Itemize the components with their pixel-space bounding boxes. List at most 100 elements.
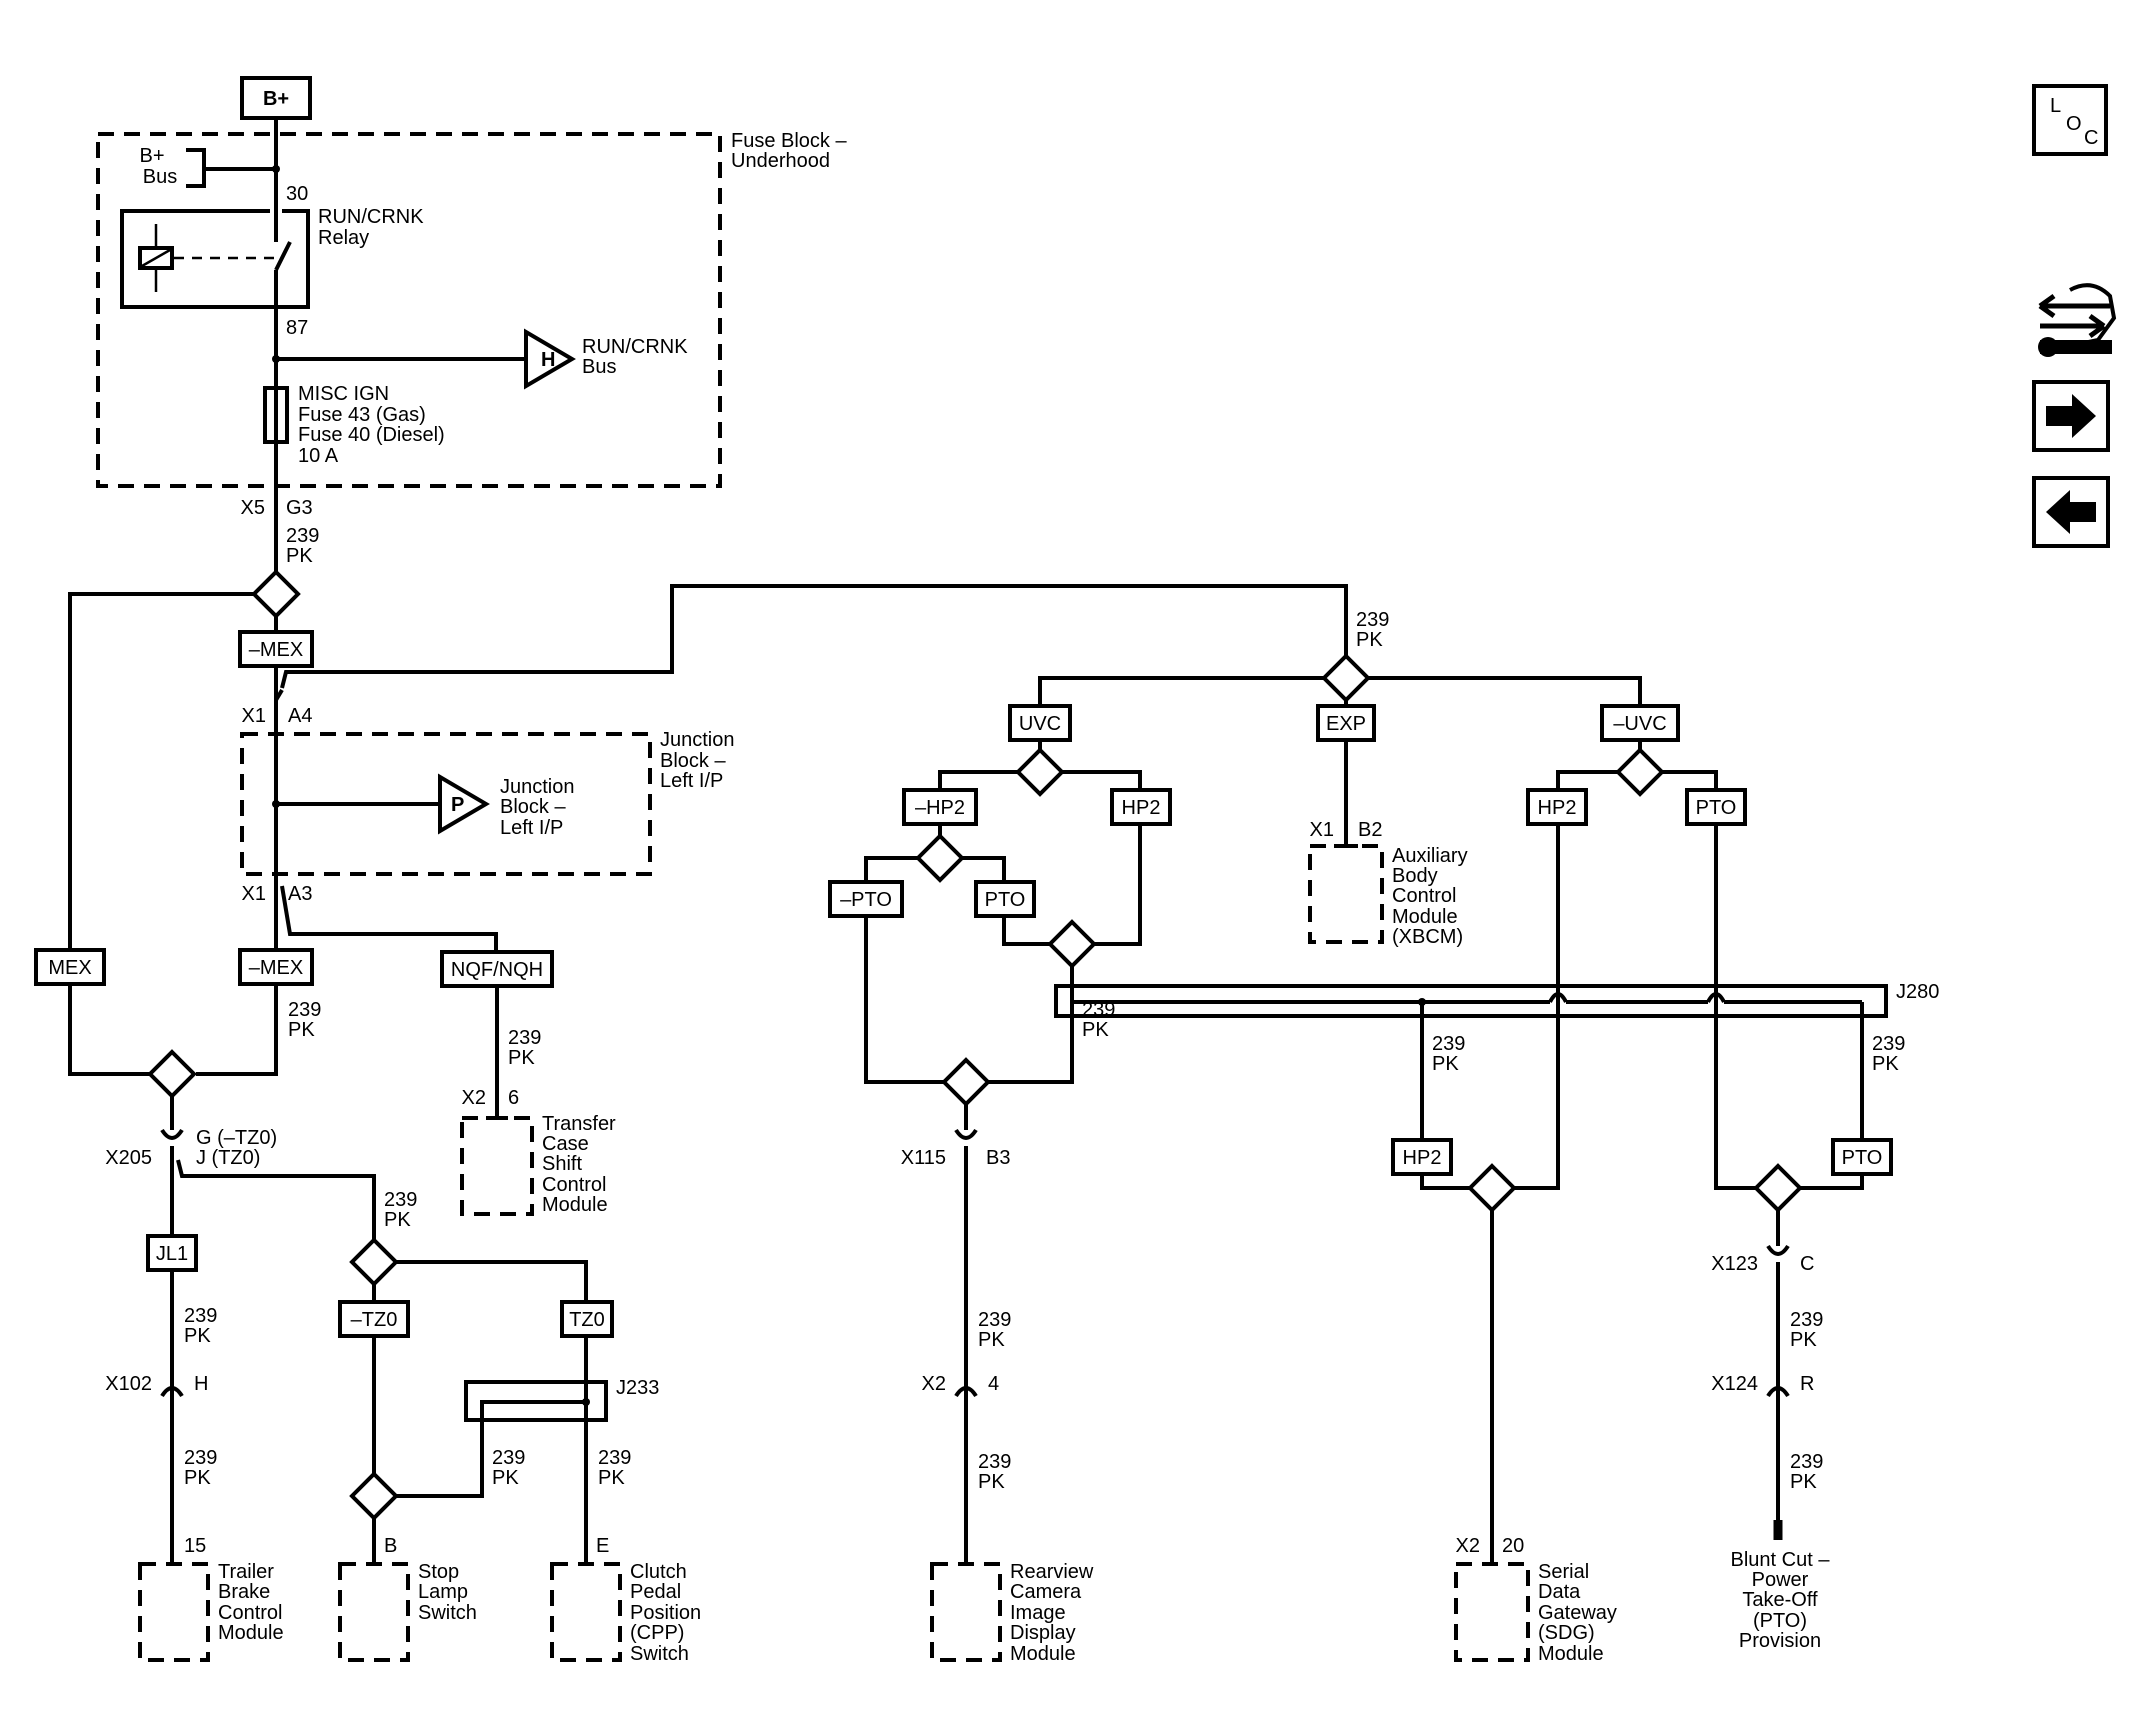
option-jl1-label: JL1 xyxy=(156,1243,188,1265)
j280-label: J280 xyxy=(1896,981,1939,1003)
option-splice-diamond xyxy=(1753,1163,1803,1213)
option-splice-diamond xyxy=(349,1237,399,1287)
component-locator-icon[interactable] xyxy=(2038,283,2117,357)
stop-lamp-label-2: Lamp xyxy=(418,1581,468,1603)
wire-circuit-label: 239 xyxy=(384,1189,417,1211)
x102-pin-label: H xyxy=(194,1373,208,1395)
connector-x2-label: X2 xyxy=(922,1373,946,1395)
pin-30-label: 30 xyxy=(286,183,308,205)
connector-x102-symbol xyxy=(160,1386,184,1398)
xbcm-label-3: Control xyxy=(1392,885,1456,907)
pto-wire xyxy=(1002,916,1050,946)
loc-letter-c: C xyxy=(2084,127,2098,149)
option-pto-label: PTO xyxy=(985,889,1026,911)
hp2-wire xyxy=(1420,1174,1470,1190)
transfer-case-label-4: Control xyxy=(542,1174,606,1196)
uvc-neg-branch-wire xyxy=(1368,676,1642,706)
pin-a4-label: A4 xyxy=(288,705,312,727)
j233-jumper-wire xyxy=(396,1400,586,1498)
xbcm-connector-label: X1 xyxy=(1310,819,1334,841)
option-splice-diamond xyxy=(915,833,965,883)
xbcm-pin-label: B2 xyxy=(1358,819,1382,841)
wire-color-label: PK xyxy=(288,1019,315,1041)
option-pto-box xyxy=(1831,1138,1893,1176)
hp2-neg-wire xyxy=(938,770,1018,790)
tz0-branch-wire xyxy=(176,1159,376,1240)
b-plus-bus-label-2: Bus xyxy=(143,166,177,188)
junction-block-title-2: Block – xyxy=(660,750,726,772)
option-splice-diamond xyxy=(1467,1163,1517,1213)
transfer-case-label-5: Module xyxy=(542,1194,608,1216)
wire-color-label: PK xyxy=(492,1467,519,1489)
sdg-pin-label: 20 xyxy=(1502,1535,1524,1557)
b-plus-label: B+ xyxy=(263,88,289,110)
cpp-label-2: Pedal xyxy=(630,1581,681,1603)
wire-circuit-label: 239 xyxy=(184,1305,217,1327)
mex-wire xyxy=(68,984,150,1076)
option-hp2-label: HP2 xyxy=(1122,797,1161,819)
xbcm-label-2: Body xyxy=(1392,865,1438,887)
sdg-label-2: Data xyxy=(1538,1581,1581,1603)
splice-pack-j280 xyxy=(1054,984,1888,1018)
sdg-module-outline xyxy=(1454,1562,1530,1662)
option-tz0-label: TZ0 xyxy=(569,1309,605,1331)
junction-flag-label-3: Left I/P xyxy=(500,817,563,839)
splice-dot xyxy=(272,165,280,173)
trailer-brake-pin-label: 15 xyxy=(184,1535,206,1557)
connector-x124-symbol xyxy=(1766,1386,1790,1398)
cpp-pin-label: E xyxy=(596,1535,609,1557)
option-mex-label: MEX xyxy=(48,957,91,979)
bus-flag-p-letter: P xyxy=(451,794,464,816)
transfer-case-label-1: Transfer xyxy=(542,1113,616,1135)
wire-color-label: PK xyxy=(1432,1053,1459,1075)
cpp-label-3: Position xyxy=(630,1602,701,1624)
sdg-label-5: Module xyxy=(1538,1643,1604,1665)
arrow-right-button[interactable] xyxy=(2032,380,2110,452)
pin-a3-label: A3 xyxy=(288,883,312,905)
junction-block-outline xyxy=(240,732,652,876)
rearview-label-3: Image xyxy=(1010,1602,1066,1624)
x2-pin-label: 4 xyxy=(988,1373,999,1395)
arrow-left-button[interactable] xyxy=(2032,476,2110,548)
wire-circuit-label: 239 xyxy=(508,1027,541,1049)
fuse-label-2: Fuse 43 (Gas) xyxy=(298,404,426,426)
connector-x102-label: X102 xyxy=(105,1373,152,1395)
junction-x1-label: X1 xyxy=(242,883,266,905)
relay-label-2: Relay xyxy=(318,227,369,249)
option-exp-label: EXP xyxy=(1326,713,1366,735)
x205-pin-g-label: G (–TZ0) xyxy=(196,1127,277,1149)
trailer-brake-module-outline xyxy=(138,1562,210,1662)
mex-neg-wire xyxy=(196,984,278,1076)
option-uvc-neg-box xyxy=(1600,704,1680,742)
option-splice-diamond xyxy=(1321,653,1371,703)
sdg-label-3: Gateway xyxy=(1538,1602,1617,1624)
stop-lamp-switch-outline xyxy=(338,1562,410,1662)
connector-x123-label: X123 xyxy=(1711,1253,1758,1275)
wire-color-label: PK xyxy=(508,1047,535,1069)
wire-color-label: PK xyxy=(978,1329,1005,1351)
pto-neg-wire xyxy=(864,916,944,1084)
trailer-brake-label-1: Trailer xyxy=(218,1561,274,1583)
wire-circuit-label: 239 xyxy=(1790,1451,1823,1473)
bus-flag-p xyxy=(438,773,490,835)
loc-letter-o: O xyxy=(2066,113,2082,135)
cpp-label-1: Clutch xyxy=(630,1561,687,1583)
option-nqf-box xyxy=(440,950,554,988)
option-splice-diamond xyxy=(1015,747,1065,797)
wire-circuit-label: 239 xyxy=(184,1447,217,1469)
option-hp2-neg-box xyxy=(902,788,978,826)
relay-label-1: RUN/CRNK xyxy=(318,206,424,228)
option-mex-neg-label: –MEX xyxy=(249,957,303,979)
wire-color-label: PK xyxy=(1790,1471,1817,1493)
junction-block-title-3: Left I/P xyxy=(660,770,723,792)
sdg-connector-label: X2 xyxy=(1456,1535,1480,1557)
xbcm-label-1: Auxiliary xyxy=(1392,845,1468,867)
option-exp-box xyxy=(1316,704,1376,742)
feed-to-right-wire xyxy=(280,584,1348,689)
junction-x1-label: X1 xyxy=(242,705,266,727)
bus-flag-h-letter: H xyxy=(541,349,555,371)
wire-circuit-label: 239 xyxy=(1432,1033,1465,1055)
loc-button[interactable]: L O C xyxy=(2032,84,2108,156)
rearview-label-2: Camera xyxy=(1010,1581,1082,1603)
connector-x5-label: X5 xyxy=(241,497,265,519)
